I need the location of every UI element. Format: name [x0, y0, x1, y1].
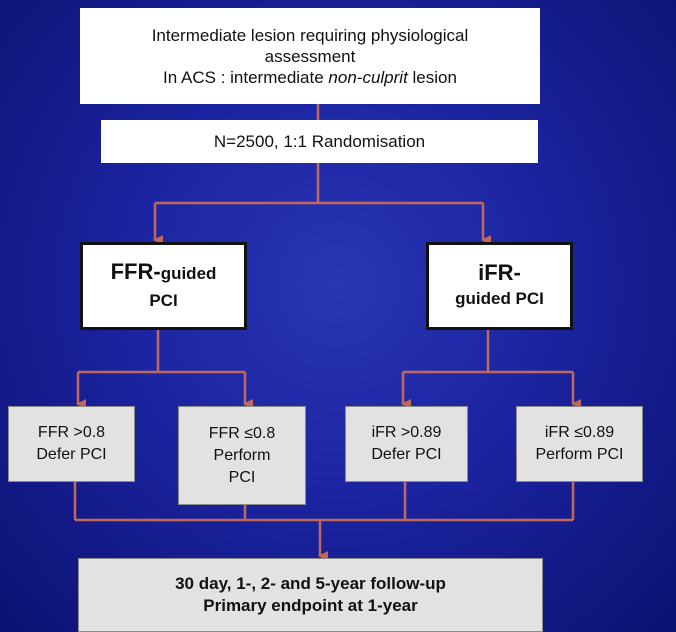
ffr-guided-pci-box: FFR-guided PCI — [80, 242, 247, 330]
lesion-line-3-suffix: lesion — [407, 67, 457, 87]
ffr-perform-box: FFR ≤0.8 Perform PCI — [178, 406, 306, 505]
ffr-arm-line-1: FFR-guided — [111, 259, 217, 288]
follow-up-line-2: Primary endpoint at 1-year — [203, 596, 418, 615]
follow-up-box: 30 day, 1-, 2- and 5-year follow-up Prim… — [78, 558, 543, 632]
ifr-defer-line-2: Defer PCI — [371, 446, 442, 463]
follow-up-line-1: 30 day, 1-, 2- and 5-year follow-up — [175, 574, 446, 593]
ifr-perform-line-1: iFR ≤0.89 — [544, 424, 615, 441]
ffr-defer-line-2: Defer PCI — [36, 446, 107, 463]
randomisation-label: N=2500, 1:1 Randomisation — [213, 132, 426, 151]
lesion-line-3-italic: non-culprit — [328, 67, 408, 87]
ffr-arm-title: FFR- — [110, 258, 161, 284]
ffr-arm-guided: guided — [160, 263, 217, 283]
ffr-defer-box: FFR >0.8 Defer PCI — [8, 406, 135, 482]
ffr-defer-line-1: FFR >0.8 — [37, 424, 106, 441]
ffr-perform-line-3: PCI — [228, 468, 256, 486]
ifr-defer-line-1: iFR >0.89 — [371, 424, 442, 441]
ifr-perform-box: iFR ≤0.89 Perform PCI — [516, 406, 643, 482]
ifr-arm-title: iFR- — [478, 260, 521, 285]
ifr-arm-line-2: guided PCI — [455, 289, 544, 308]
lesion-line-3: In ACS : intermediate non-culprit lesion — [163, 67, 457, 88]
lesion-assessment-box: Intermediate lesion requiring physiologi… — [80, 8, 540, 104]
ffr-perform-line-2: Perform — [213, 446, 271, 464]
ffr-arm-line-2: PCI — [149, 290, 178, 310]
ifr-perform-line-2: Perform PCI — [535, 446, 624, 463]
lesion-line-1: Intermediate lesion requiring physiologi… — [151, 25, 469, 45]
ffr-perform-line-1: FFR ≤0.8 — [208, 424, 276, 442]
ifr-guided-pci-box: iFR- guided PCI — [426, 242, 573, 330]
lesion-line-3-prefix: In ACS : intermediate — [163, 67, 329, 87]
lesion-line-2: assessment — [264, 46, 356, 66]
ifr-defer-box: iFR >0.89 Defer PCI — [345, 406, 468, 482]
randomisation-box: N=2500, 1:1 Randomisation — [101, 120, 538, 163]
